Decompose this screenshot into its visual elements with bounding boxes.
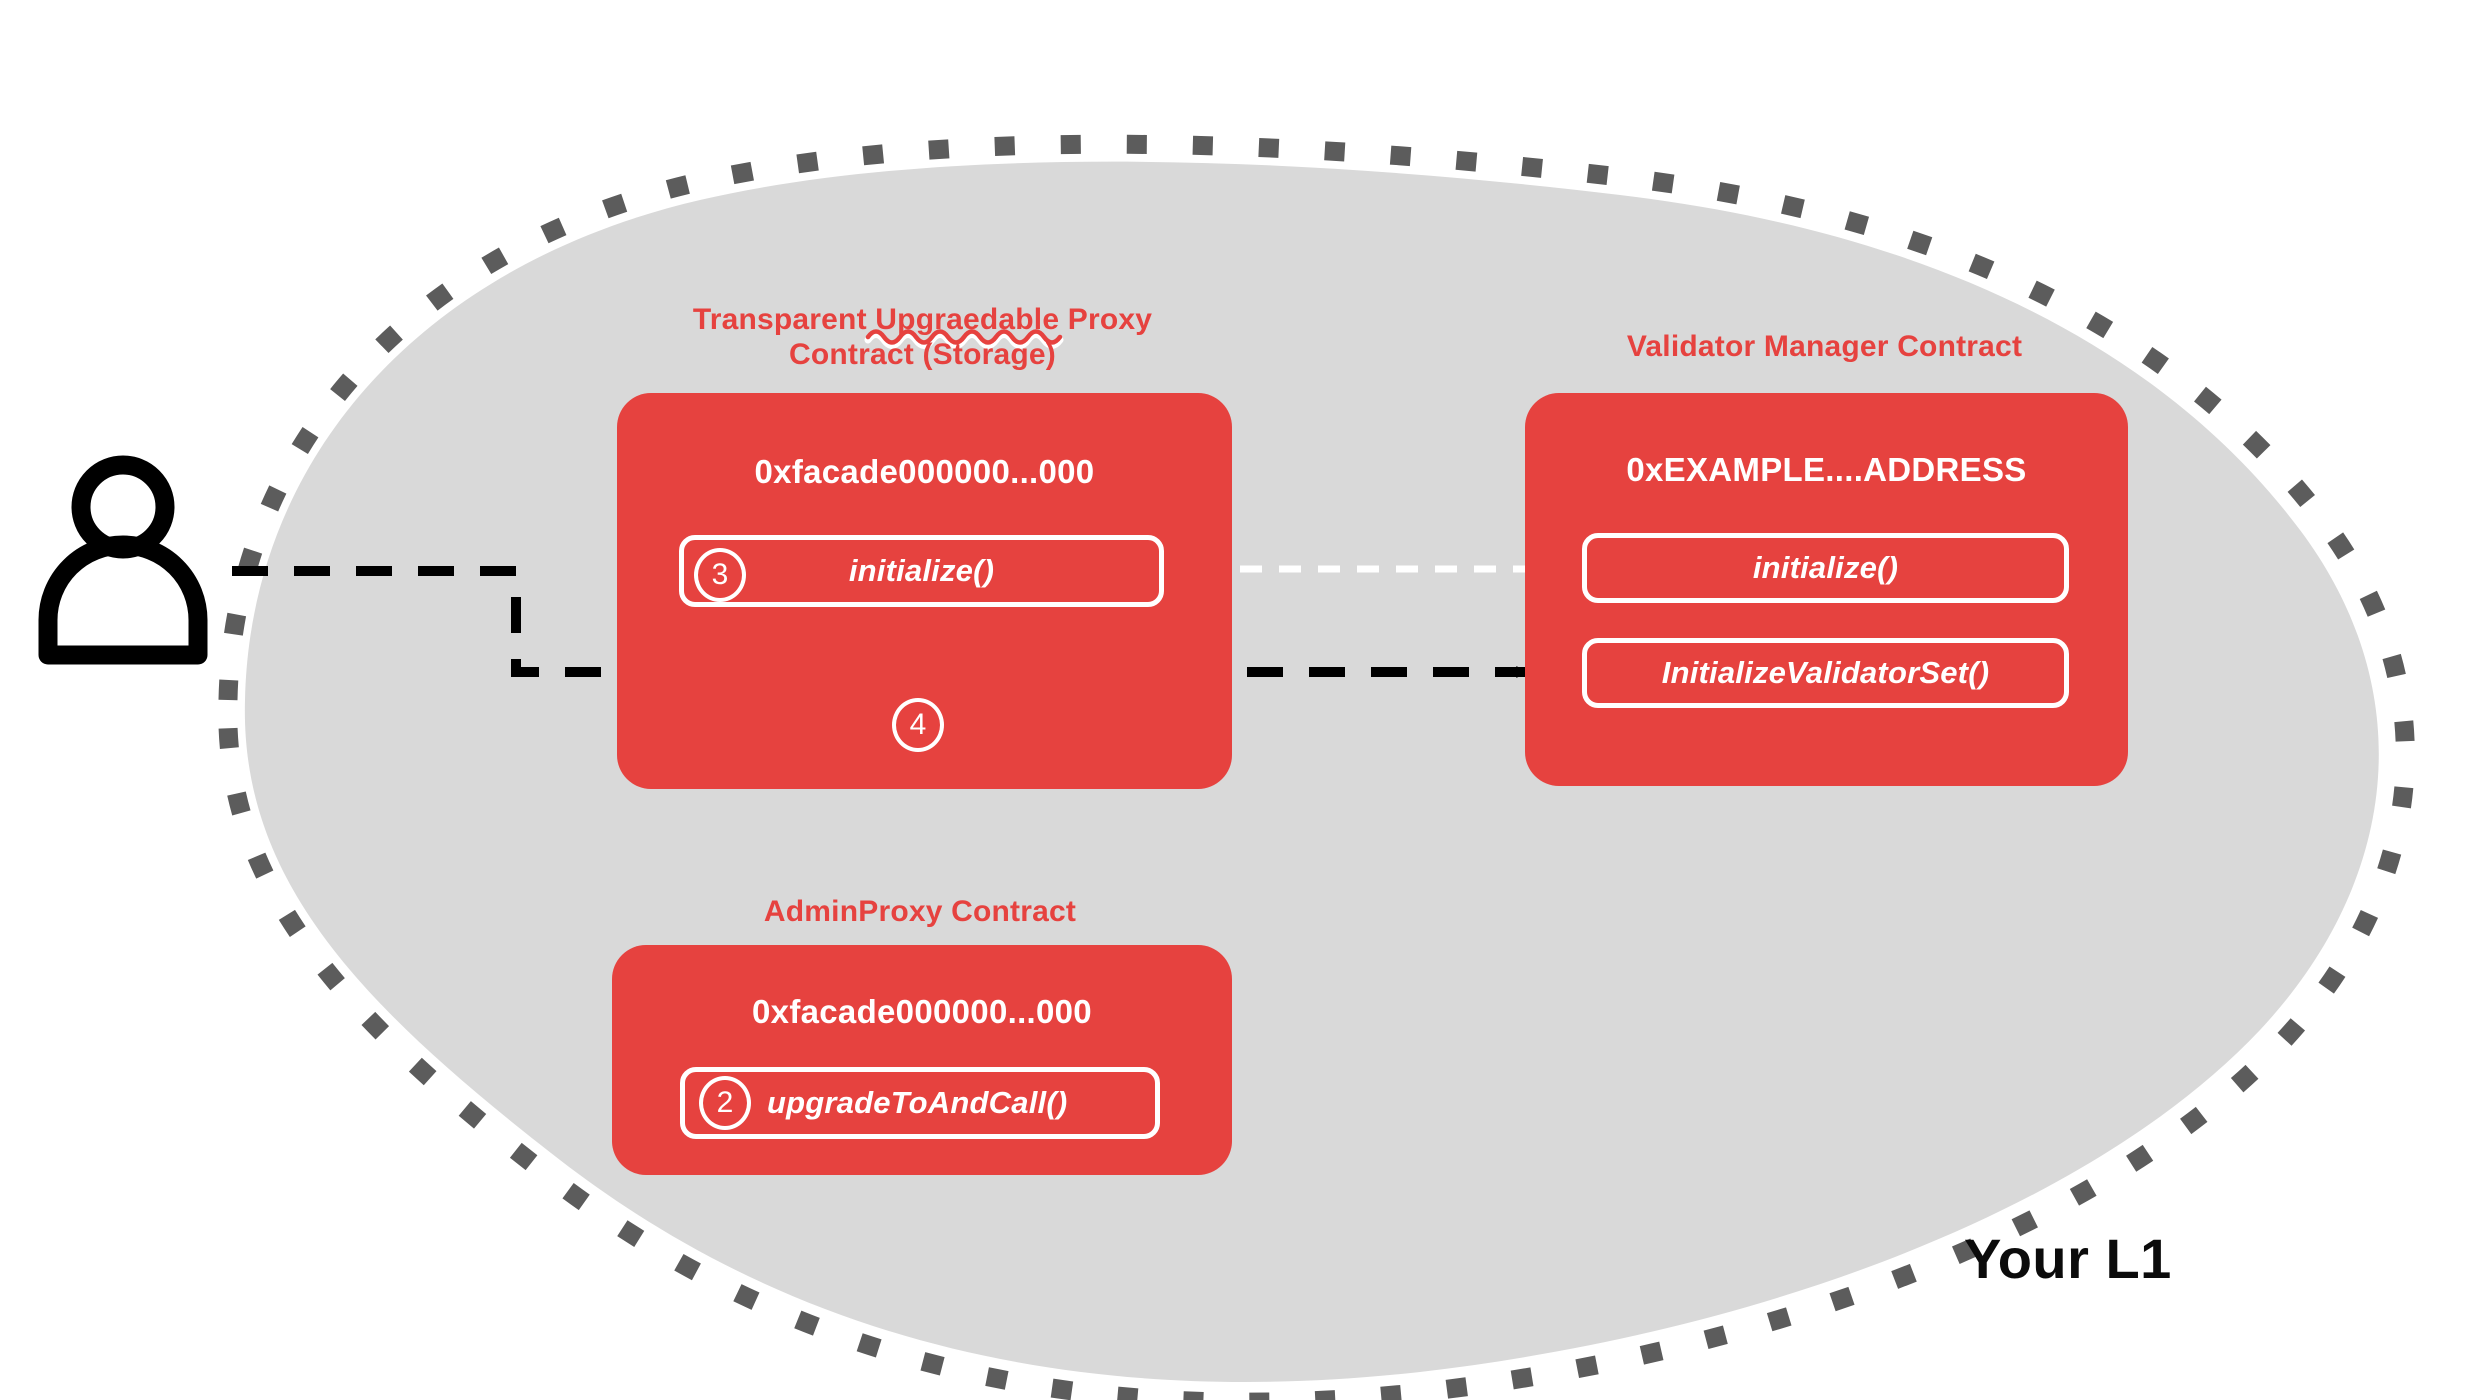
step-badge-4: 4 [892,698,944,752]
node-title-transparent-proxy: Transparent Upgraedable Proxy Contract (… [692,303,1153,371]
step-badge-2: 2 [699,1076,751,1130]
function-box-vmc-initialize[interactable]: initialize() [1582,533,2069,603]
node-validator-manager[interactable]: 0xEXAMPLE....ADDRESS initialize() Initia… [1525,393,2128,786]
node-title-admin-proxy: AdminProxy Contract [763,895,1077,928]
function-label-upgrade-to-and-call: upgradeToAndCall() [767,1085,1068,1120]
user-icon [38,455,208,665]
l1-region-border [218,134,2415,1400]
node-address-admin-proxy: 0xfacade000000...000 [752,993,1092,1030]
region-label-your-l1: Your L1 [1964,1227,2172,1290]
node-transparent-proxy[interactable]: 0xfacade000000...000 3 initialize() 4 [617,393,1232,789]
function-box-proxy-initialize[interactable]: 3 initialize() [679,535,1164,607]
node-address-transparent-proxy: 0xfacade000000...000 [754,453,1095,490]
node-title-validator-manager: Validator Manager Contract [1626,330,2023,363]
step-badge-3: 3 [694,548,746,602]
function-box-upgrade-to-and-call[interactable]: 2 upgradeToAndCall() [680,1067,1160,1139]
function-label-vmc-initialize: initialize() [1752,550,1899,585]
function-label-proxy-initialize: initialize() [848,553,995,588]
function-label-initialize-validator-set: InitializeValidatorSet() [1661,655,1990,690]
node-address-validator-manager: 0xEXAMPLE....ADDRESS [1626,451,2027,488]
function-box-initialize-validator-set[interactable]: InitializeValidatorSet() [1582,638,2069,708]
node-admin-proxy[interactable]: 0xfacade000000...000 2 upgradeToAndCall(… [612,945,1232,1175]
